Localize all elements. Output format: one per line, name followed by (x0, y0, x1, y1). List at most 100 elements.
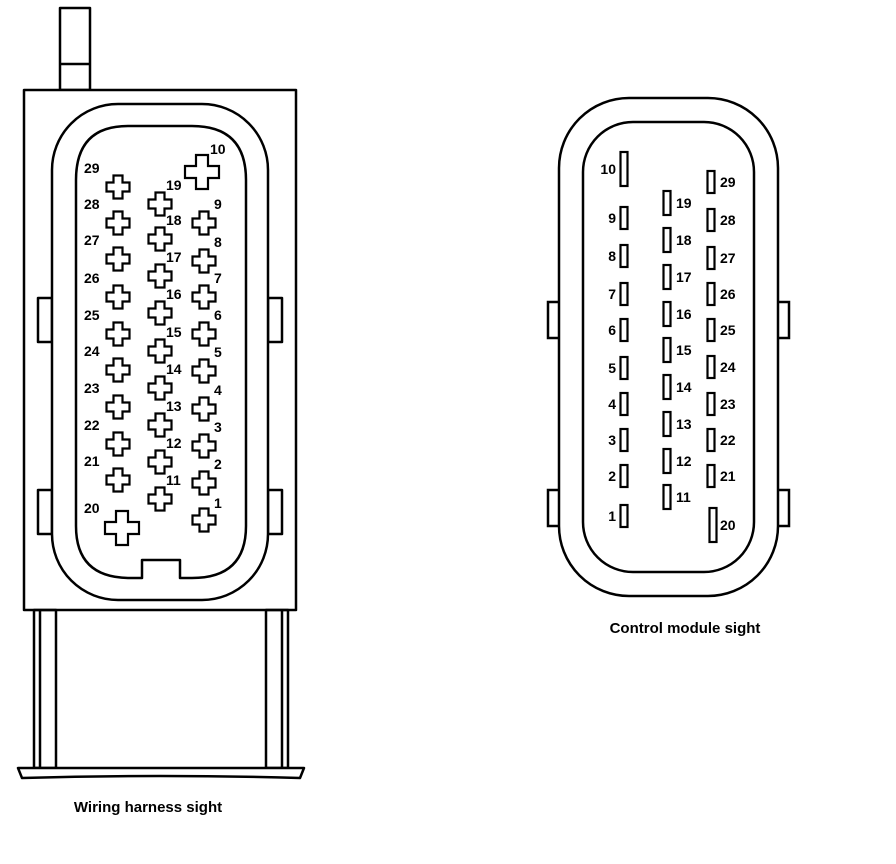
harness-pin-24: 24 (84, 343, 131, 383)
plus-shaped-terminal-icon (105, 284, 131, 310)
plus-shaped-terminal-icon (191, 210, 217, 236)
blade-terminal-icon (662, 410, 672, 438)
blade-terminal-icon (619, 355, 629, 381)
plus-shaped-terminal-icon (147, 191, 173, 217)
blade-terminal-icon (662, 373, 672, 401)
module-pin-label: 1 (608, 508, 616, 524)
plus-shaped-terminal-icon (147, 338, 173, 364)
harness-pin-label: 27 (84, 232, 100, 248)
blade-terminal-icon (662, 447, 672, 475)
harness-left-lower-tab (36, 488, 54, 536)
harness-pin-label: 2 (214, 456, 222, 472)
plus-shaped-terminal-icon (191, 321, 217, 347)
blade-terminal-icon (619, 463, 629, 489)
harness-pin-23: 23 (84, 380, 131, 420)
blade-terminal-icon (706, 169, 716, 195)
module-pin-label: 28 (720, 212, 736, 228)
module-pin-label: 8 (608, 248, 616, 264)
harness-pin-13: 13 (147, 398, 182, 438)
module-pin-20: 20 (708, 506, 736, 544)
module-pin-label: 24 (720, 359, 736, 375)
harness-pin-label: 24 (84, 343, 100, 359)
module-pin-label: 17 (676, 269, 692, 285)
blade-terminal-icon (662, 189, 672, 217)
module-caption: Control module sight (610, 620, 761, 637)
harness-pin-11: 11 (147, 472, 181, 512)
module-pin-label: 9 (608, 210, 616, 226)
module-pin-6: 6 (608, 317, 629, 343)
module-pin-group: 1234567891011121314151617181920212223242… (600, 150, 736, 544)
module-pin-label: 3 (608, 432, 616, 448)
module-pin-24: 24 (706, 354, 736, 380)
module-pin-16: 16 (662, 300, 692, 328)
harness-pin-label: 26 (84, 270, 100, 286)
harness-right-tab (266, 296, 284, 344)
module-pin-label: 21 (720, 468, 736, 484)
harness-pin-16: 16 (147, 286, 182, 326)
harness-pin-label: 10 (210, 141, 226, 157)
plus-shaped-terminal-icon (105, 246, 131, 272)
module-pin-23: 23 (706, 391, 736, 417)
module-pin-17: 17 (662, 263, 692, 291)
harness-pin-label: 23 (84, 380, 100, 396)
blade-terminal-icon (619, 317, 629, 343)
harness-top-latch (58, 6, 92, 92)
harness-caption: Wiring harness sight (74, 799, 222, 816)
harness-pin-label: 1 (214, 495, 222, 511)
harness-pin-2: 2 (191, 456, 222, 496)
module-pin-label: 20 (720, 517, 736, 533)
blade-terminal-icon (706, 281, 716, 307)
harness-pin-8: 8 (191, 234, 222, 274)
plus-shaped-terminal-icon (147, 449, 173, 475)
module-pin-label: 16 (676, 306, 692, 322)
plus-shaped-terminal-icon (105, 394, 131, 420)
module-pin-26: 26 (706, 281, 736, 307)
module-pin-10: 10 (600, 150, 629, 188)
harness-pin-label: 15 (166, 324, 182, 340)
module-pin-14: 14 (662, 373, 692, 401)
harness-pin-label: 11 (166, 472, 181, 488)
harness-pin-label: 25 (84, 307, 100, 323)
plus-shaped-terminal-icon (147, 375, 173, 401)
module-pin-label: 26 (720, 286, 736, 302)
module-pin-22: 22 (706, 427, 736, 453)
plus-shaped-terminal-icon (183, 153, 221, 191)
module-pin-label: 6 (608, 322, 616, 338)
module-pin-label: 19 (676, 195, 692, 211)
harness-pin-4: 4 (191, 382, 222, 422)
harness-pin-label: 17 (166, 249, 182, 265)
plus-shaped-terminal-icon (191, 248, 217, 274)
harness-pin-label: 7 (214, 270, 222, 286)
harness-pin-label: 6 (214, 307, 222, 323)
module-pin-19: 19 (662, 189, 692, 217)
harness-pin-label: 29 (84, 160, 100, 176)
harness-pin-3: 3 (191, 419, 222, 459)
harness-pin-label: 8 (214, 234, 222, 250)
plus-shaped-terminal-icon (147, 300, 173, 326)
module-pin-12: 12 (662, 447, 692, 475)
module-pin-28: 28 (706, 207, 736, 233)
module-pin-label: 12 (676, 453, 692, 469)
plus-shaped-terminal-icon (105, 174, 131, 200)
harness-pin-label: 20 (84, 500, 100, 516)
harness-pin-label: 12 (166, 435, 182, 451)
plus-shaped-terminal-icon (191, 433, 217, 459)
blade-terminal-icon (662, 226, 672, 254)
blade-terminal-icon (706, 427, 716, 453)
blade-terminal-icon (706, 317, 716, 343)
module-pin-label: 15 (676, 342, 692, 358)
module-pin-label: 14 (676, 379, 692, 395)
harness-pin-25: 25 (84, 307, 131, 347)
harness-pin-group: 1234567891011121314151617181920212223242… (84, 141, 226, 547)
module-pin-3: 3 (608, 427, 629, 453)
harness-pin-22: 22 (84, 417, 131, 457)
module-pin-label: 18 (676, 232, 692, 248)
blade-terminal-icon (619, 243, 629, 269)
harness-pin-label: 19 (166, 177, 182, 193)
module-pin-1: 1 (608, 503, 629, 529)
module-pin-label: 7 (608, 286, 616, 302)
harness-pin-label: 4 (214, 382, 222, 398)
module-pin-4: 4 (608, 391, 629, 417)
module-pin-label: 13 (676, 416, 692, 432)
